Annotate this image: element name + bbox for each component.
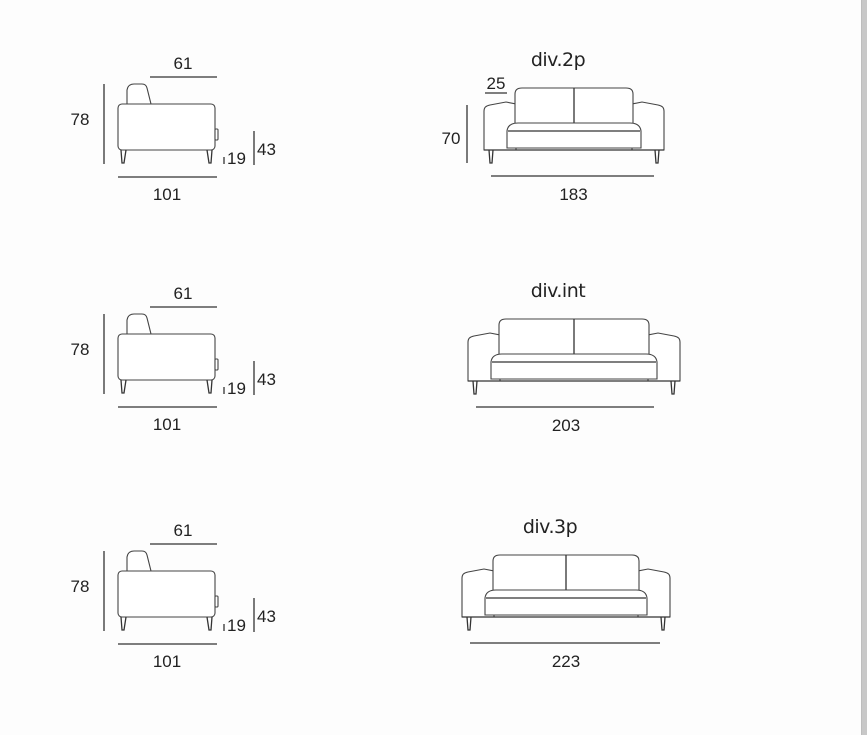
front-view: div.2p 25 70 183: [442, 49, 665, 204]
leg: [206, 149, 213, 164]
width-label: 101: [153, 415, 181, 434]
sofa-body: [117, 103, 216, 151]
width-label: 101: [153, 652, 181, 671]
model-title: div.2p: [531, 49, 586, 71]
scrollbar[interactable]: [861, 0, 867, 735]
leg: [670, 380, 676, 395]
front-view: div.3p 223: [461, 516, 671, 671]
leg: [466, 616, 472, 631]
leg-height-label: 19: [227, 149, 246, 168]
side-bump: [214, 595, 219, 608]
model-title: div.3p: [523, 516, 578, 538]
front-view: div.int 203: [467, 280, 681, 435]
sofa-body: [117, 570, 216, 618]
leg-height-label: 19: [227, 616, 246, 635]
width-label: 203: [552, 416, 580, 435]
backrest: [126, 550, 152, 572]
seat-height-label: 43: [257, 370, 276, 389]
width-label: 183: [559, 185, 587, 204]
depth-label: 61: [174, 521, 193, 540]
width-label: 101: [153, 185, 181, 204]
backrest: [126, 313, 152, 335]
seat-cushion: [490, 353, 658, 380]
depth-label: 61: [174, 284, 193, 303]
height-label: 70: [442, 129, 461, 148]
height-label: 78: [71, 577, 90, 596]
width-label: 223: [552, 652, 580, 671]
height-label: 78: [71, 110, 90, 129]
seat-height-label: 43: [257, 140, 276, 159]
leg: [472, 380, 478, 395]
leg: [660, 616, 666, 631]
side-view: 61 78 19 43 101: [71, 284, 276, 434]
side-bump: [214, 128, 219, 141]
leg: [120, 616, 127, 631]
leg: [206, 379, 213, 394]
seat-cushion: [506, 122, 642, 149]
side-view: 61 78 19 43 101: [71, 54, 276, 204]
model-title: div.int: [531, 280, 585, 302]
depth-label: 61: [174, 54, 193, 73]
leg: [488, 149, 494, 164]
leg: [654, 149, 660, 164]
side-bump: [214, 358, 219, 371]
leg: [206, 616, 213, 631]
sofa-body: [117, 333, 216, 381]
backrest: [126, 83, 152, 105]
seat-height-label: 43: [257, 607, 276, 626]
side-view: 61 78 19 43 101: [71, 521, 276, 671]
arm-width-label: 25: [487, 74, 506, 93]
leg-height-label: 19: [227, 379, 246, 398]
leg: [120, 379, 127, 394]
seat-cushion: [484, 589, 648, 616]
height-label: 78: [71, 340, 90, 359]
leg: [120, 149, 127, 164]
